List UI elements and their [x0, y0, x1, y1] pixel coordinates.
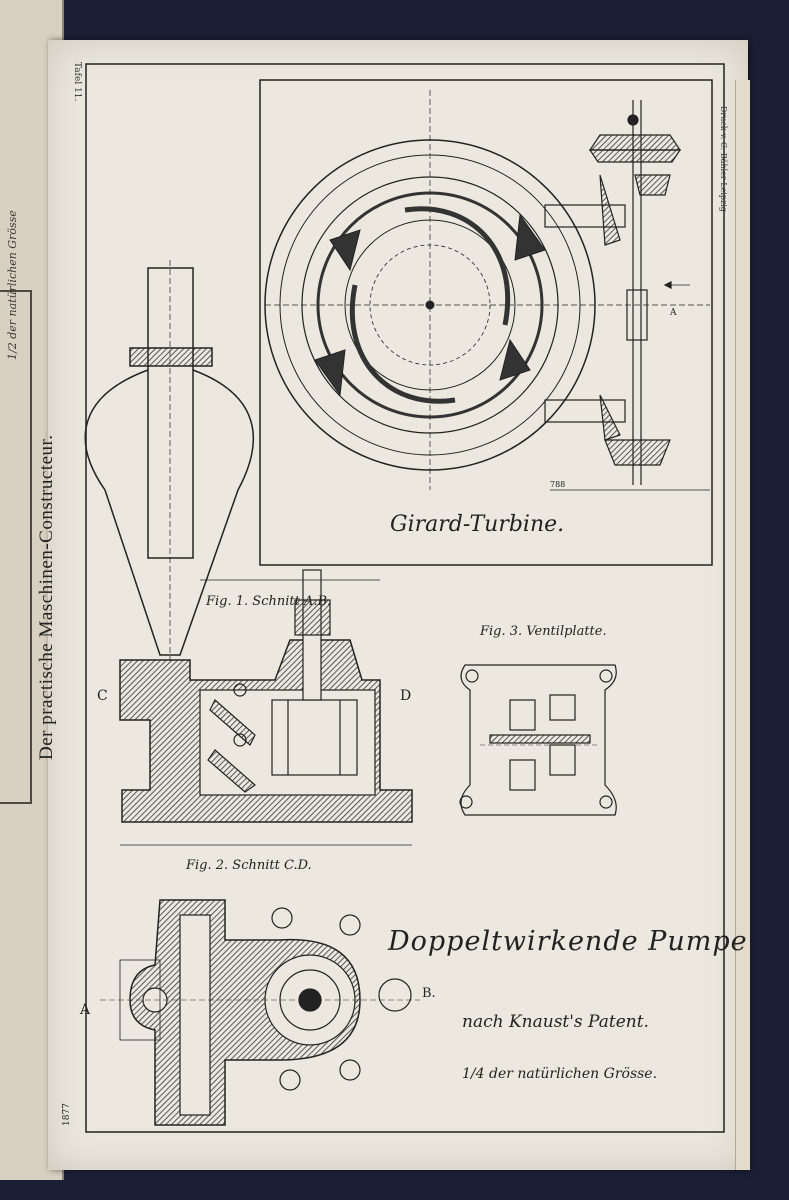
turbine-label-a: A: [670, 308, 677, 318]
plate-border: [85, 63, 725, 1133]
pump-main-title: Doppeltwirkende Pumpe: [388, 926, 748, 957]
series-title: Der practische Maschinen-Constructeur.: [36, 434, 57, 760]
pump-subtitle: nach Knaust's Patent.: [462, 1012, 649, 1032]
plate-number: Tafel 11.: [72, 62, 82, 102]
turbine-shaft: [544, 100, 710, 491]
pump-fig2: [100, 899, 420, 1126]
pump-fig1: [119, 569, 413, 846]
turbine-title: Girard-Turbine.: [390, 512, 565, 537]
section-label-c: C: [97, 688, 108, 704]
turbine-dimension: 788: [550, 480, 566, 489]
left-page-frame: [0, 290, 32, 804]
valve-plate: [459, 664, 617, 816]
turbine-wheel: [264, 90, 710, 490]
air-chamber: [84, 260, 255, 660]
section-label-b: B.: [422, 986, 436, 1001]
plate-edge: [735, 80, 750, 1170]
printer-credit: Druck v. C. Bähler Leipzig: [719, 106, 728, 212]
fig1-title: Fig. 1. Schnitt A.B.: [206, 594, 332, 609]
section-label-a: A: [80, 1002, 91, 1018]
fig3-title: Fig. 3. Ventilplatte.: [480, 624, 607, 639]
scale-note: 1/4 der natürlichen Grösse.: [462, 1066, 658, 1082]
section-label-d: D: [400, 688, 412, 704]
page-mark: 1877: [62, 1103, 72, 1126]
fig2-title: Fig. 2. Schnitt C.D.: [186, 858, 312, 873]
turbine-frame: [259, 79, 713, 566]
